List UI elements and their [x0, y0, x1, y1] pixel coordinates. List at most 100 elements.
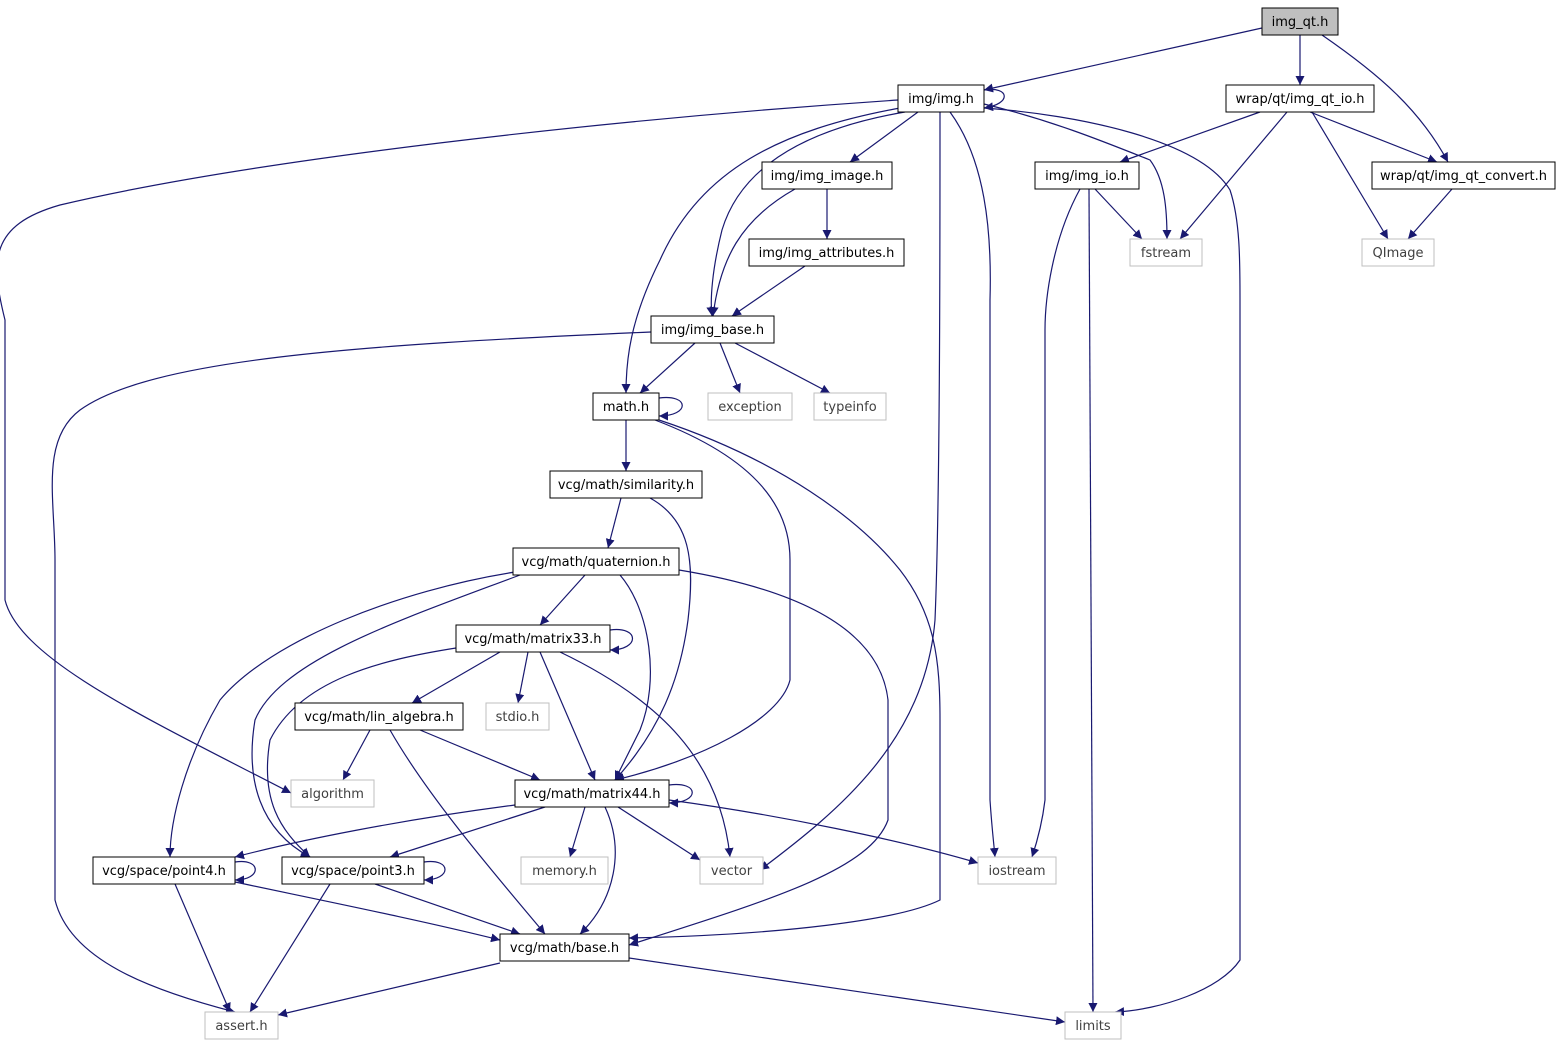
node-matrix33[interactable]: vcg/math/matrix33.h: [455, 624, 611, 653]
edge-similarity-to-matrix44: [614, 497, 692, 781]
node-math[interactable]: math.h: [592, 392, 660, 421]
node-img[interactable]: img/img.h: [897, 84, 985, 113]
edge-img-to-img_image: [849, 111, 919, 163]
node-similarity[interactable]: vcg/math/similarity.h: [549, 470, 703, 499]
node-box: [1064, 1011, 1122, 1040]
edge-img_io-to-limits: [1088, 188, 1098, 1013]
edge-quaternion-to-matrix33: [539, 574, 586, 626]
edge-img_base-to-math: [639, 342, 696, 394]
edge-img_qt-to-wrap_convert: [1321, 34, 1449, 163]
edge-matrix33-to-point3: [266, 647, 457, 858]
node-layer: img_qt.h img/img.h wrap/qt/img_qt_io.h img/…: [92, 7, 1556, 1040]
edge-lin_algebra-to-base: [389, 729, 546, 935]
node-label: assert.h: [215, 1019, 267, 1034]
node-box: [1034, 161, 1140, 190]
node-img-qt[interactable]: img_qt.h: [1261, 7, 1339, 36]
node-stdio: stdio.h: [485, 702, 550, 731]
edge-point3-to-assert: [249, 883, 331, 1013]
node-label: wrap/qt/img_qt_convert.h: [1380, 169, 1547, 184]
node-box: [485, 702, 550, 731]
node-box: [897, 84, 985, 113]
edge-img_qt-to-img: [983, 27, 1263, 93]
edge-matrix44-to-point4: [234, 804, 516, 860]
edge-wrap_io-to-qimage: [1311, 111, 1389, 240]
node-label: limits: [1075, 1019, 1111, 1034]
node-label: vcg/math/base.h: [510, 941, 619, 956]
node-label: img_qt.h: [1272, 15, 1329, 30]
edge-math-to-base: [628, 419, 941, 943]
edge-img-to-iostream: [949, 111, 999, 858]
edge-img_io-to-fstream: [1094, 188, 1143, 240]
node-point3[interactable]: vcg/space/point3.h: [281, 856, 425, 885]
edge-img_base-to-assert: [51, 331, 652, 1015]
edge-layer: [0, 27, 1453, 1026]
node-label: img/img.h: [908, 92, 974, 107]
node-matrix44[interactable]: vcg/math/matrix44.h: [514, 779, 670, 808]
edge-matrix44-to-matrix44: [668, 783, 693, 808]
node-box: [748, 238, 905, 267]
edge-matrix44-to-base: [579, 806, 616, 935]
node-box: [204, 1011, 279, 1040]
node-label: vcg/math/lin_algebra.h: [304, 710, 454, 725]
node-label: vcg/math/similarity.h: [558, 478, 694, 493]
node-point4[interactable]: vcg/space/point4.h: [92, 856, 236, 885]
node-label: img/img_base.h: [661, 323, 764, 338]
node-box: [499, 933, 630, 962]
node-box: [761, 161, 893, 190]
node-wrap-convert[interactable]: wrap/qt/img_qt_convert.h: [1371, 161, 1556, 190]
node-label: math.h: [603, 400, 649, 415]
edge-point3-to-point3: [423, 860, 446, 885]
node-box: [813, 392, 887, 421]
edge-img-to-img_base: [706, 111, 906, 317]
node-box: [592, 392, 660, 421]
edge-matrix33-to-matrix33: [609, 628, 634, 655]
edge-matrix33-to-matrix44: [539, 651, 596, 781]
node-label: vcg/space/point4.h: [102, 864, 226, 879]
edge-matrix33-to-vector: [559, 651, 734, 858]
node-box: [977, 856, 1057, 885]
node-box: [92, 856, 236, 885]
node-box: [650, 315, 775, 344]
edge-img_base-to-typeinfo: [734, 342, 831, 394]
edge-img-to-img: [983, 88, 1005, 112]
edge-math-to-math: [658, 396, 683, 421]
edge-point4-to-point4: [234, 860, 256, 885]
node-label: fstream: [1141, 246, 1191, 261]
node-base[interactable]: vcg/math/base.h: [499, 933, 630, 962]
node-label: img/img_image.h: [771, 169, 884, 184]
edge-matrix44-to-memory: [568, 806, 586, 858]
node-quaternion[interactable]: vcg/math/quaternion.h: [512, 547, 680, 576]
edge-matrix44-to-iostream: [668, 799, 979, 865]
edge-img_io-to-iostream: [1030, 188, 1081, 858]
node-img-image[interactable]: img/img_image.h: [761, 161, 893, 190]
edge-similarity-to-quaternion: [605, 497, 622, 549]
node-vector: vector: [699, 856, 764, 885]
node-img-base[interactable]: img/img_base.h: [650, 315, 775, 344]
node-label: vcg/math/quaternion.h: [522, 555, 671, 570]
node-img-attr[interactable]: img/img_attributes.h: [748, 238, 905, 267]
edge-quaternion-to-base: [628, 569, 889, 947]
node-limits: limits: [1064, 1011, 1122, 1040]
node-box: [512, 547, 680, 576]
edge-quaternion-to-point3: [251, 574, 521, 858]
node-box: [520, 856, 609, 885]
node-box: [1361, 238, 1435, 267]
node-img-io[interactable]: img/img_io.h: [1034, 161, 1140, 190]
node-label: wrap/qt/img_qt_io.h: [1236, 92, 1365, 107]
node-lin-algebra[interactable]: vcg/math/lin_algebra.h: [294, 702, 464, 731]
edge-matrix33-to-lin_algebra: [411, 651, 501, 704]
node-label: iostream: [988, 864, 1045, 879]
edge-point4-to-assert: [174, 883, 231, 1013]
node-box: [1129, 238, 1203, 267]
edge-base-to-assert: [277, 962, 501, 1018]
node-box: [707, 392, 793, 421]
node-label: algorithm: [301, 787, 364, 802]
node-label: memory.h: [532, 864, 597, 879]
node-box: [549, 470, 703, 499]
node-wrap-io[interactable]: wrap/qt/img_qt_io.h: [1225, 84, 1375, 113]
edge-lin_algebra-to-matrix44: [419, 729, 541, 781]
edge-point3-to-base: [374, 883, 521, 936]
edge-img_attr-to-img_base: [731, 265, 806, 317]
edge-wrap_convert-to-qimage: [1407, 188, 1453, 240]
edge-img-to-vector: [759, 111, 941, 871]
